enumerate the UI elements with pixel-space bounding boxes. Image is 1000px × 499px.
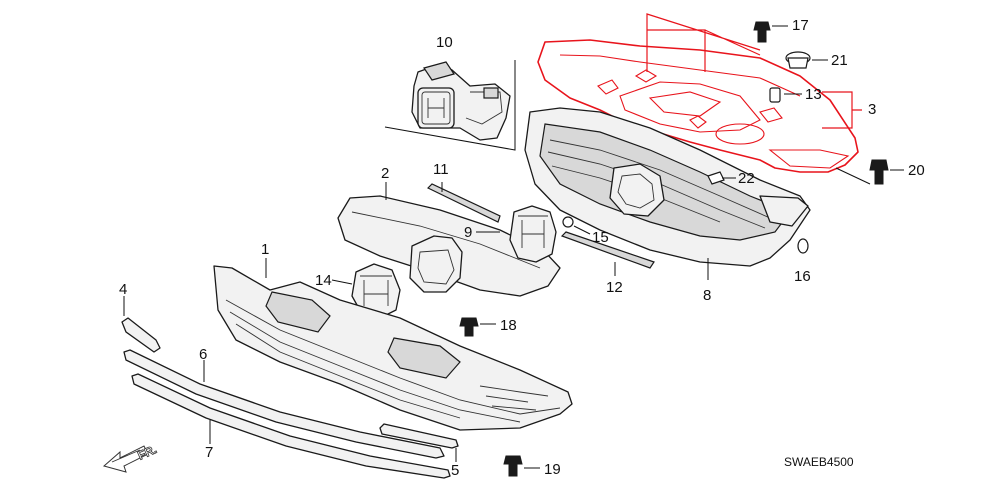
callout-7: 7: [205, 444, 213, 461]
part-4-trim: [121, 296, 161, 353]
callout-18: 18: [500, 317, 517, 334]
fastener-17: [753, 21, 788, 43]
callout-21: 21: [831, 52, 848, 69]
fastener-22: [707, 171, 736, 185]
callout-17: 17: [792, 17, 809, 34]
fastener-19: [503, 455, 540, 477]
part-10-emblem-bracket: [384, 60, 516, 151]
callout-12: 12: [606, 279, 623, 296]
part-14-emblem: [351, 263, 401, 319]
fastener-20: [835, 159, 904, 185]
callout-10: 10: [436, 34, 453, 51]
fastener-15: [562, 216, 591, 235]
callout-19: 19: [544, 461, 561, 478]
callout-16: 16: [794, 268, 811, 285]
callout-20: 20: [908, 162, 925, 179]
fastener-18: [459, 317, 496, 337]
front-direction-arrow: [102, 445, 149, 473]
part-8-grille-frame: [524, 107, 811, 280]
callout-2: 2: [381, 165, 389, 182]
part-3-upper-cover: [537, 13, 862, 173]
part-1-lower-grille: [213, 258, 573, 431]
part-5-trim: [379, 423, 459, 462]
callout-8: 8: [703, 287, 711, 304]
fastener-13: [769, 87, 802, 103]
part-9-emblem: [509, 205, 557, 263]
callout-13: 13: [805, 86, 822, 103]
part-12-molding: [560, 231, 655, 276]
part-11-molding: [426, 182, 501, 223]
callout-11: 11: [433, 161, 449, 178]
callout-15: 15: [592, 229, 609, 246]
front-direction-label: FR.: [136, 442, 159, 463]
part-6-strip: [123, 349, 445, 459]
drawing-code: SWAEB4500: [784, 455, 854, 469]
callout-1: 1: [261, 241, 269, 258]
callout-3: 3: [868, 101, 876, 118]
callout-14: 14: [315, 272, 332, 289]
fastener-21: [785, 51, 828, 69]
callout-22: 22: [738, 170, 755, 187]
part-7-strip: [131, 373, 451, 479]
callout-4: 4: [119, 281, 127, 298]
fastener-16: [797, 238, 809, 254]
callout-9: 9: [464, 224, 472, 241]
callout-6: 6: [199, 346, 207, 363]
callout-5: 5: [451, 462, 459, 479]
part-2-upper-grille: [337, 182, 561, 297]
